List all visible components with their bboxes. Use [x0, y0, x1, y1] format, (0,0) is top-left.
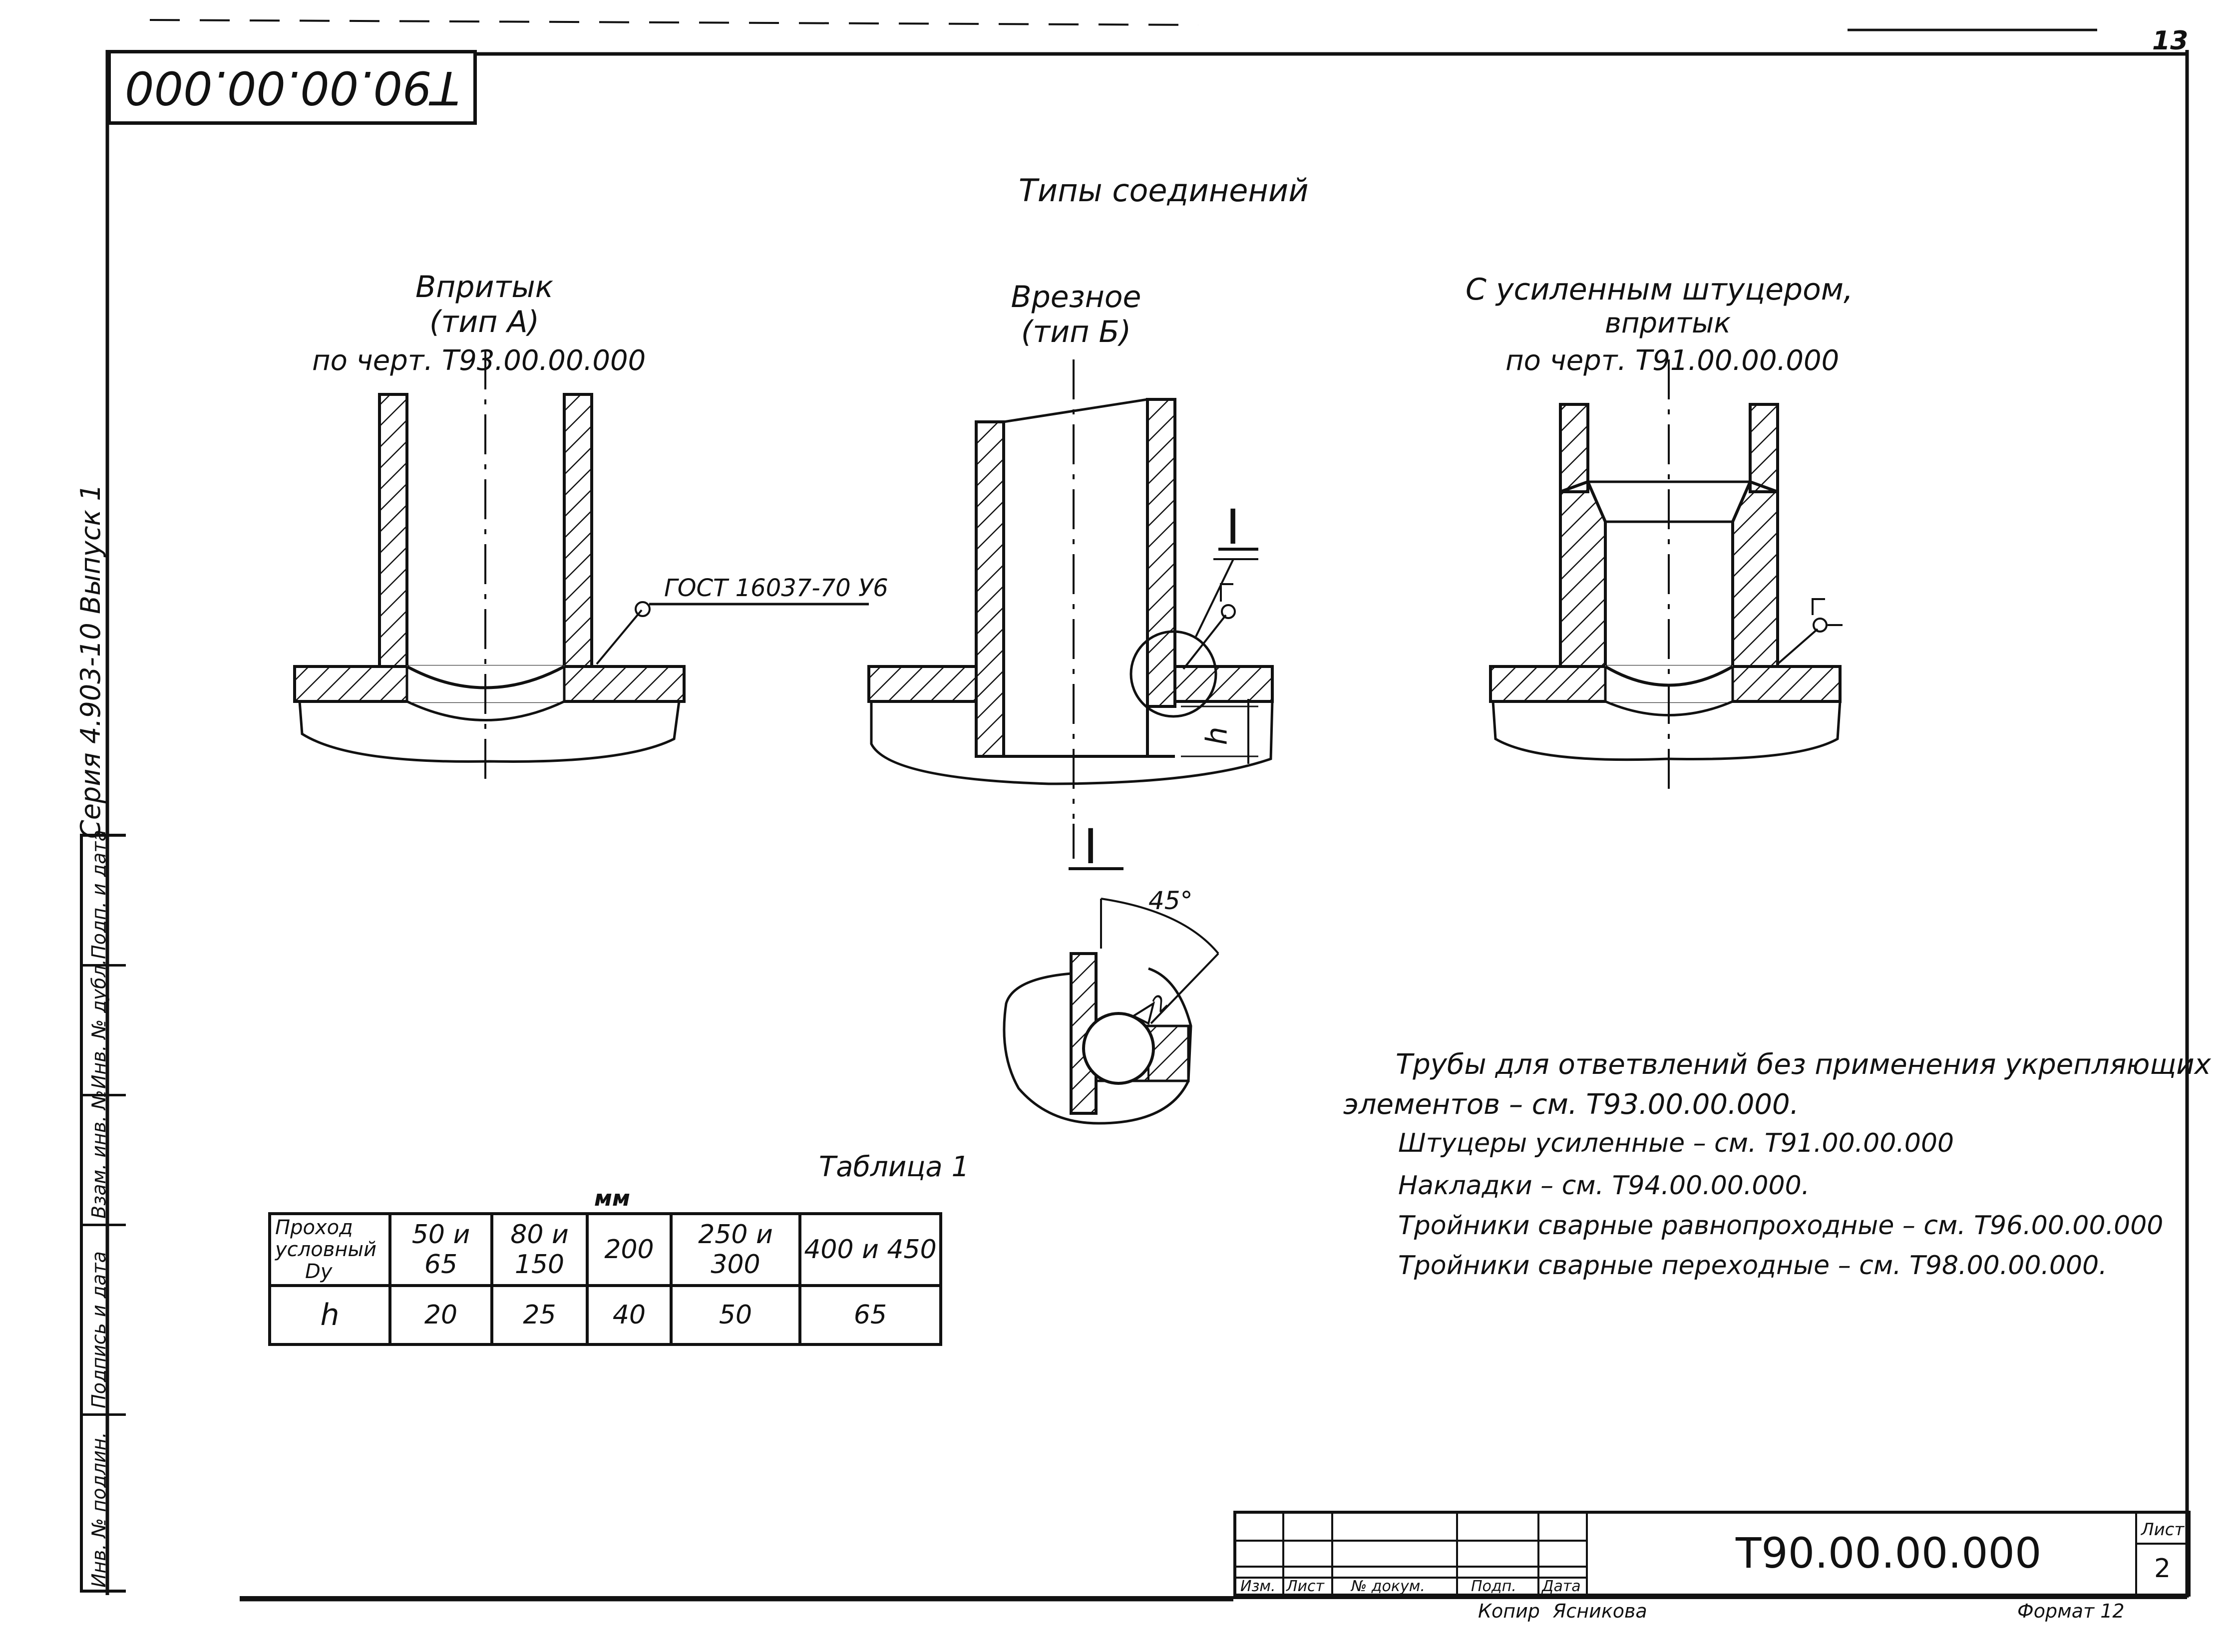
stamp-label: Инв. № дубл.	[88, 959, 110, 1089]
type-c-sub: впритык	[1604, 307, 1731, 339]
type-a-drawing	[293, 349, 869, 789]
header-line: Dy	[305, 1260, 333, 1283]
tb-col-change: Изм.	[1240, 1578, 1276, 1595]
stamp-label: Инв. № подлин.	[88, 1432, 110, 1588]
table-cell: 400 и 450	[798, 1212, 942, 1287]
table-row-label: h	[268, 1284, 391, 1346]
type-c-drawing	[1489, 359, 1843, 799]
format-label: Формат 12	[2017, 1600, 2125, 1622]
type-b-sub: (тип Б)	[1021, 315, 1131, 349]
series-label: Серия 4.903-10 Выпуск 1	[75, 484, 106, 839]
gost-label: ГОСТ 16037-70 У6	[664, 574, 888, 602]
tb-col-sheet: Лист	[1286, 1578, 1325, 1595]
document-code-box: T90.00.00.000	[107, 50, 477, 125]
note-line: Тройники сварные переходные – см. Т98.00…	[1398, 1251, 2107, 1281]
table-cell: 20	[388, 1284, 493, 1346]
stamp-column: Подп. и дата Инв. № дубл. Взам. инв. № П…	[80, 830, 126, 1593]
stamp-cell: Инв. № дубл.	[83, 959, 126, 1096]
sheet-frame	[105, 19, 2189, 1599]
angle-label: 45°	[1148, 886, 1193, 915]
stamp-label: Подпись и дата	[88, 1251, 110, 1408]
type-a-title: Впритык	[415, 270, 554, 305]
type-b-drawing	[867, 359, 1274, 870]
note-line: Тройники сварные равнопроходные – см. Т9…	[1398, 1211, 2164, 1241]
table-units: мм	[594, 1186, 630, 1211]
table-cell: 250 и 300	[670, 1212, 801, 1287]
table-cell: 40	[586, 1284, 673, 1346]
stamp-cell: Взам. инв. №	[83, 1090, 126, 1226]
table-cell: 65	[798, 1284, 942, 1346]
tb-col-sign: Подп.	[1471, 1578, 1516, 1595]
title-block: Изм. Лист № докум. Подп. Дата Т90.00.00.…	[1233, 1511, 2191, 1597]
table-header-cell: Проход условный Dy	[268, 1212, 391, 1287]
stamp-cell: Подп. и дата	[83, 830, 126, 967]
document-code-upside-down: T90.00.00.000	[124, 60, 460, 114]
stamp-label: Подп. и дата	[88, 830, 110, 959]
table-row: h 20 25 40 50 65	[268, 1284, 942, 1346]
main-title: Типы соединений	[1019, 172, 1309, 209]
tb-sheet-label: Лист	[2141, 1520, 2185, 1540]
table-cell: 50	[670, 1284, 801, 1346]
note-line: Штуцеры усиленные – см. Т91.00.00.000	[1398, 1128, 1954, 1158]
table-cell: 80 и 150	[490, 1212, 589, 1287]
note-line: элементов – см. Т93.00.00.000.	[1343, 1088, 1799, 1121]
tb-col-docnum: № докум.	[1351, 1578, 1425, 1595]
tb-sheet-number: 2	[2154, 1554, 2171, 1584]
table-caption: Таблица 1	[819, 1151, 970, 1183]
type-a-ref: по черт. Т93.00.00.000	[312, 344, 646, 377]
copied-label: Копир	[1478, 1600, 1540, 1622]
note-line: Трубы для ответвлений без применения укр…	[1396, 1048, 2211, 1081]
tb-doc-number: Т90.00.00.000	[1736, 1529, 2042, 1578]
stamp-cell: Подпись и дата	[83, 1226, 126, 1416]
stamp-cell: Инв. № подлин.	[83, 1416, 126, 1593]
table-cell: 50 и 65	[388, 1212, 493, 1287]
section-mark-top: I	[1226, 499, 1240, 555]
tb-col-date: Дата	[1542, 1578, 1581, 1595]
header-line: Проход	[275, 1216, 353, 1239]
type-c-title: С усиленным штуцером,	[1466, 272, 1854, 307]
h-dimension-label: h	[1199, 726, 1234, 745]
section-mark-bottom: I	[1084, 819, 1098, 875]
table-cell: 200	[586, 1212, 673, 1287]
stamp-label: Взам. инв. №	[88, 1089, 110, 1219]
note-line: Накладки – см. Т94.00.00.000.	[1398, 1171, 1810, 1201]
dimensions-table: Проход условный Dy 50 и 65 80 и 150 200 …	[268, 1212, 942, 1346]
detail-one-drawing	[1003, 898, 1219, 1125]
type-c-ref: по черт. Т91.00.00.000	[1505, 344, 1840, 377]
table-cell: 25	[490, 1284, 589, 1346]
type-b-title: Врезное	[1011, 280, 1141, 315]
table-row: Проход условный Dy 50 и 65 80 и 150 200 …	[268, 1212, 942, 1287]
header-line: условный	[275, 1238, 377, 1261]
corner-mark: 13	[2152, 26, 2189, 56]
type-a-sub: (тип А)	[429, 305, 540, 339]
copier-name: Ясникова	[1553, 1600, 1647, 1622]
